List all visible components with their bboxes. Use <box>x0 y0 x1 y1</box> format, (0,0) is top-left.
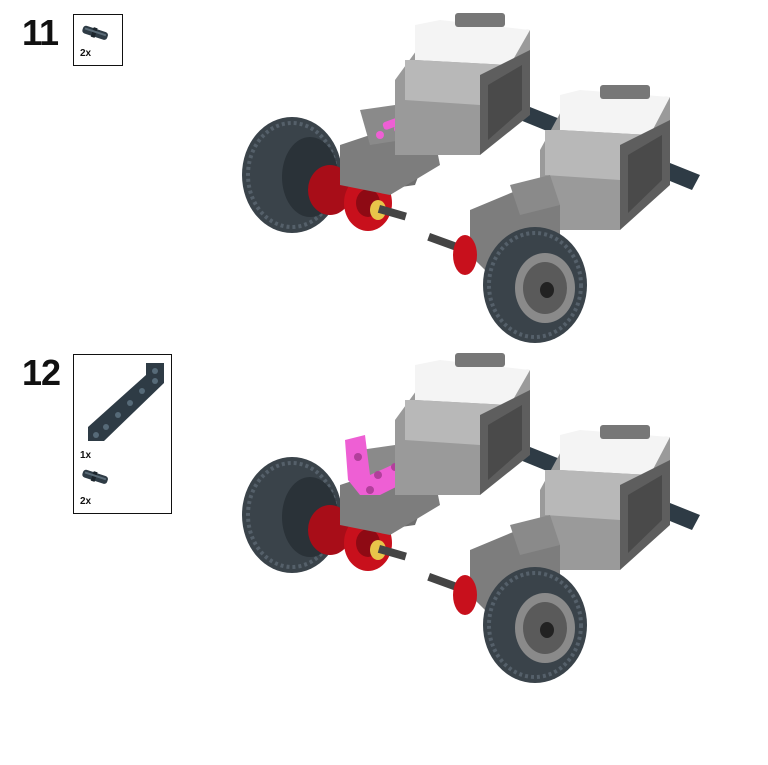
right-tire <box>483 567 587 683</box>
part-qty: 2x <box>80 496 92 507</box>
right-tire <box>483 227 587 343</box>
axle-pin-icon <box>82 469 108 484</box>
parts-callout: 1x 2x <box>73 354 172 514</box>
parts-callout: 2x <box>73 14 123 66</box>
step-number: 12 <box>22 352 61 393</box>
step-number: 11 <box>22 12 59 53</box>
part-qty: 1x <box>80 450 92 461</box>
l-beam-icon <box>88 363 164 441</box>
axle-pin-icon <box>82 25 108 40</box>
assembly-step-11 <box>242 13 700 343</box>
brick-2 <box>540 425 670 570</box>
brick-1 <box>395 353 530 495</box>
assembly-step-12 <box>242 353 700 683</box>
brick-2 <box>540 85 670 230</box>
brick-1 <box>395 13 530 155</box>
part-qty: 2x <box>80 48 92 59</box>
